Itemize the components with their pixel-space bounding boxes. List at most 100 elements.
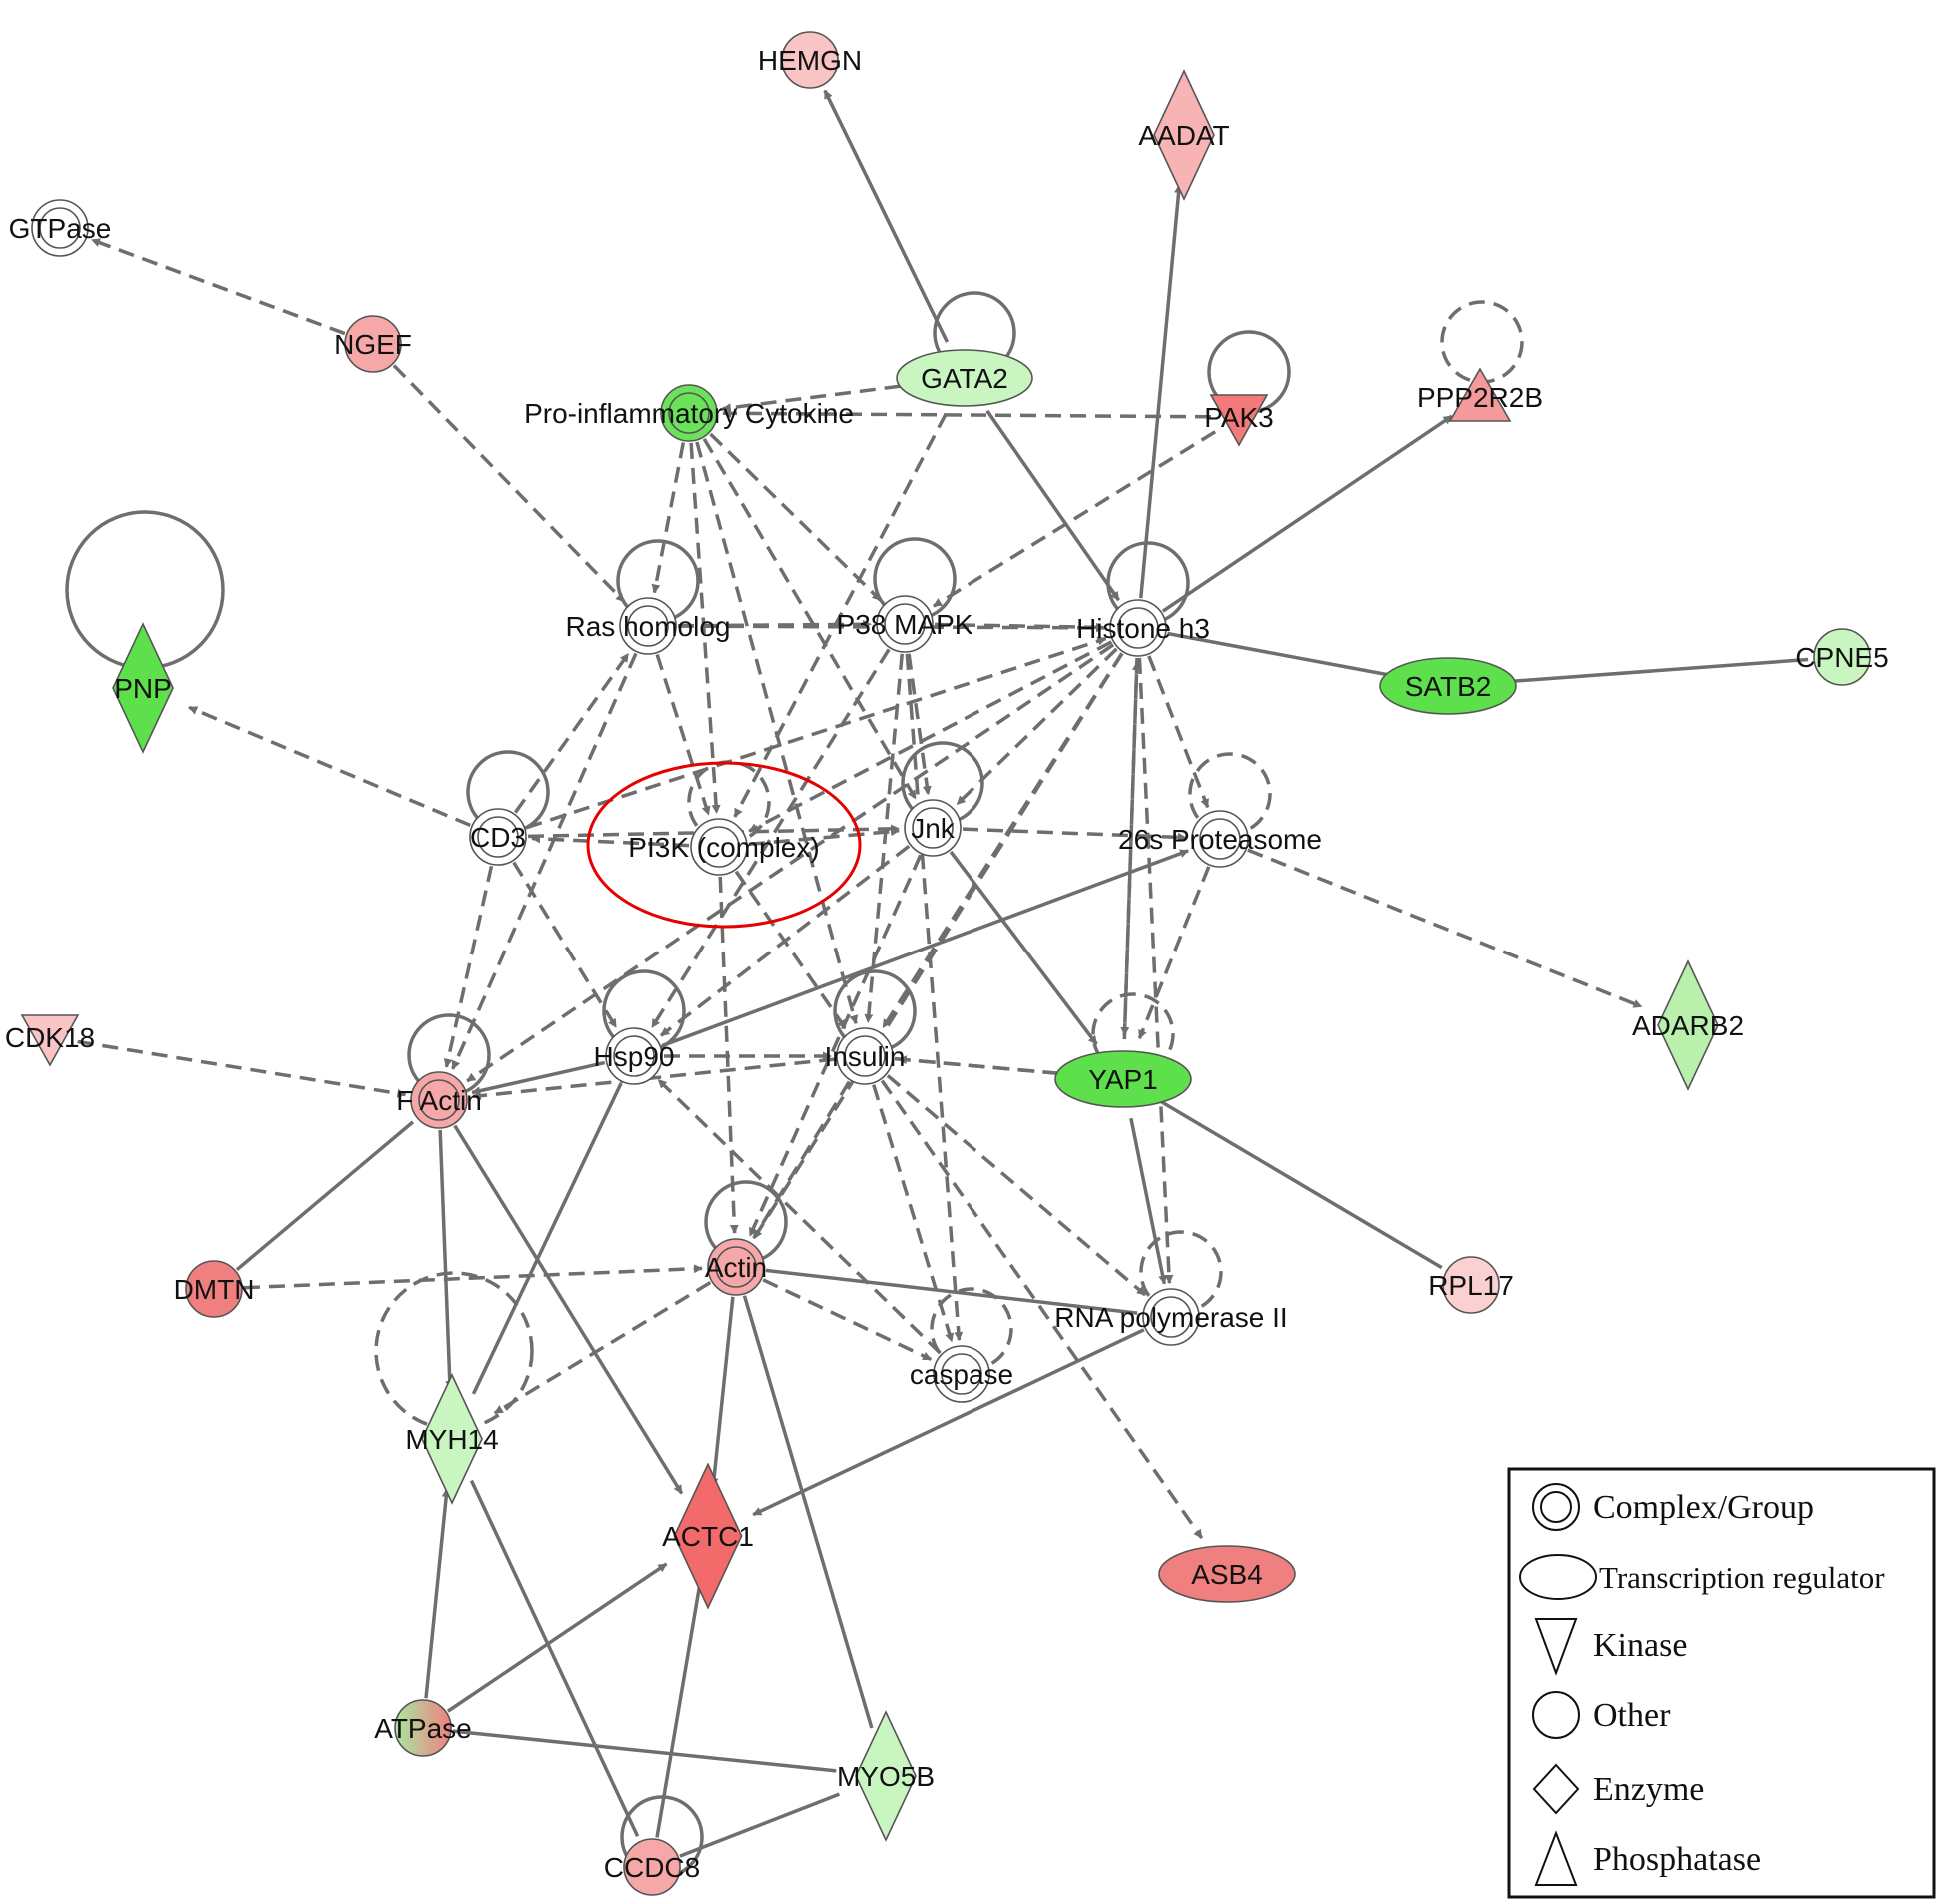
node-label: HEMGN xyxy=(758,45,862,76)
node-hsp90[interactable]: Hsp90 xyxy=(594,1027,675,1085)
edge-PAK3-P38 xyxy=(933,430,1217,608)
edge-P38-caspase xyxy=(905,653,964,1341)
node-label: Ras homolog xyxy=(566,611,731,642)
legend-item-transcription: Transcription regulator xyxy=(1519,1554,1885,1600)
edge-Prot26-YAP1 xyxy=(1137,866,1211,1040)
node-label: GTPase xyxy=(9,213,112,244)
legend-kinase-icon xyxy=(1534,1618,1578,1676)
node-actc1[interactable]: ACTC1 xyxy=(662,1462,754,1610)
node-ngef[interactable]: NGEF xyxy=(334,315,412,373)
node-satb2[interactable]: SATB2 xyxy=(1379,657,1517,715)
edges-layer xyxy=(77,89,1809,1858)
node-hemgn[interactable]: HEMGN xyxy=(758,31,862,89)
node-label: CDK18 xyxy=(5,1022,95,1053)
edge-CD3-PNP xyxy=(188,705,472,828)
edge-ProInf-Jnk xyxy=(702,437,918,800)
node-actin[interactable]: Actin xyxy=(705,1238,767,1296)
node-label: ASB4 xyxy=(1191,1559,1263,1590)
node-prot26[interactable]: 26s Proteasome xyxy=(1118,810,1322,868)
node-label: ADARB2 xyxy=(1632,1010,1744,1041)
edge-Actin-ACTC1 xyxy=(709,1296,735,1488)
edge-CD3-Hsp90 xyxy=(512,861,618,1029)
node-label: PPP2R2B xyxy=(1417,382,1543,413)
node-rnap[interactable]: RNA polymerase II xyxy=(1054,1288,1288,1346)
node-label: CCDC8 xyxy=(604,1852,700,1883)
edge-H3-Actin xyxy=(752,652,1124,1240)
edge-FActin-MYH14 xyxy=(438,1129,455,1390)
node-caspase[interactable]: caspase xyxy=(910,1345,1013,1403)
node-p38[interactable]: P38 MAPK xyxy=(837,595,973,653)
edge-H3-AADAT xyxy=(1139,183,1184,599)
self-loop-MYH14 xyxy=(374,1271,534,1431)
legend-label: Phosphatase xyxy=(1593,1841,1761,1878)
node-h3[interactable]: Histone h3 xyxy=(1076,599,1210,657)
node-ppp2r2b[interactable]: PPP2R2B xyxy=(1417,367,1543,422)
node-label: PNP xyxy=(114,673,172,704)
node-label: caspase xyxy=(910,1359,1013,1390)
edge-YAP1-RPL17 xyxy=(1156,1097,1443,1270)
node-dmtn[interactable]: DMTN xyxy=(174,1260,255,1318)
edge-Actin-RNAP xyxy=(765,1268,1138,1315)
highlight-ring xyxy=(586,761,862,929)
node-factin[interactable]: F Actin xyxy=(396,1071,482,1129)
node-cpne5[interactable]: CPNE5 xyxy=(1795,628,1889,686)
edge-ATPase-MYO5B xyxy=(452,1729,837,1773)
edge-PI3K-Insulin xyxy=(734,870,848,1030)
edge-RNAP-ACTC1 xyxy=(752,1328,1145,1517)
legend-item-other: Other xyxy=(1532,1691,1671,1739)
edge-RasH-FActin xyxy=(451,652,638,1070)
node-proinf[interactable]: Pro-inflammatory Cytokine xyxy=(524,384,854,442)
node-pnp[interactable]: PNP xyxy=(112,622,174,754)
edge-Hsp90-MYH14 xyxy=(471,1082,623,1395)
node-label: ATPase xyxy=(374,1713,472,1744)
edge-GATA2-ProInf xyxy=(721,381,926,413)
edge-NGEF-RasH xyxy=(392,364,626,603)
node-rash[interactable]: Ras homolog xyxy=(566,597,731,655)
edge-P38-H3 xyxy=(934,622,1105,632)
legend-item-kinase: Kinase xyxy=(1534,1618,1687,1676)
node-label: Histone h3 xyxy=(1076,613,1210,644)
edge-Jnk-Actin xyxy=(748,854,923,1237)
node-jnk[interactable]: Jnk xyxy=(904,799,962,857)
node-cd3[interactable]: CD3 xyxy=(469,808,527,866)
node-yap1[interactable]: YAP1 xyxy=(1054,1050,1192,1108)
node-label: Actin xyxy=(705,1252,767,1283)
node-myo5b[interactable]: MYO5B xyxy=(837,1710,935,1842)
node-adarb2[interactable]: ADARB2 xyxy=(1632,959,1744,1091)
legend-label: Transcription regulator xyxy=(1599,1560,1885,1595)
node-pi3k[interactable]: PI3K (complex) xyxy=(628,818,820,876)
node-label: DMTN xyxy=(174,1274,255,1305)
node-atpase[interactable]: ATPase xyxy=(374,1699,472,1757)
legend-frame xyxy=(1507,1467,1936,1899)
node-myh14[interactable]: MYH14 xyxy=(405,1373,499,1505)
edge-Hsp90-FActin xyxy=(471,1060,606,1096)
node-asb4[interactable]: ASB4 xyxy=(1158,1545,1296,1603)
edge-GATA2-HEMGN xyxy=(823,89,950,343)
node-gata2[interactable]: GATA2 xyxy=(896,349,1033,407)
edge-Actin-caspase xyxy=(762,1278,933,1362)
edge-YAP1-Insulin xyxy=(897,1055,1084,1078)
node-cdk18[interactable]: CDK18 xyxy=(5,1014,95,1067)
node-rpl17[interactable]: RPL17 xyxy=(1428,1256,1514,1314)
node-ccdc8[interactable]: CCDC8 xyxy=(604,1838,700,1896)
edge-Jnk-YAP1 xyxy=(949,850,1098,1045)
node-label: PAK3 xyxy=(1204,402,1274,433)
node-label: RPL17 xyxy=(1428,1270,1514,1301)
edge-Prot26-ADARB2 xyxy=(1247,848,1643,1009)
edge-NGEF-GTPase xyxy=(91,238,346,336)
legend-item-enzyme: Enzyme xyxy=(1532,1763,1704,1815)
edge-Hsp90-Prot26 xyxy=(661,849,1189,1048)
node-pak3[interactable]: PAK3 xyxy=(1204,394,1274,447)
node-aadat[interactable]: AADAT xyxy=(1138,69,1230,201)
edge-CDK18-FActin xyxy=(77,1039,407,1098)
edge-Jnk-Hsp90 xyxy=(659,844,911,1037)
node-gtpase[interactable]: GTPase xyxy=(9,199,112,257)
node-insulin[interactable]: Insulin xyxy=(825,1027,906,1085)
edge-PAK3-ProInf xyxy=(722,408,1212,419)
edge-Insulin-ASB4 xyxy=(880,1079,1204,1539)
edge-H3-FActin xyxy=(466,643,1115,1083)
node-label: SATB2 xyxy=(1405,671,1492,702)
